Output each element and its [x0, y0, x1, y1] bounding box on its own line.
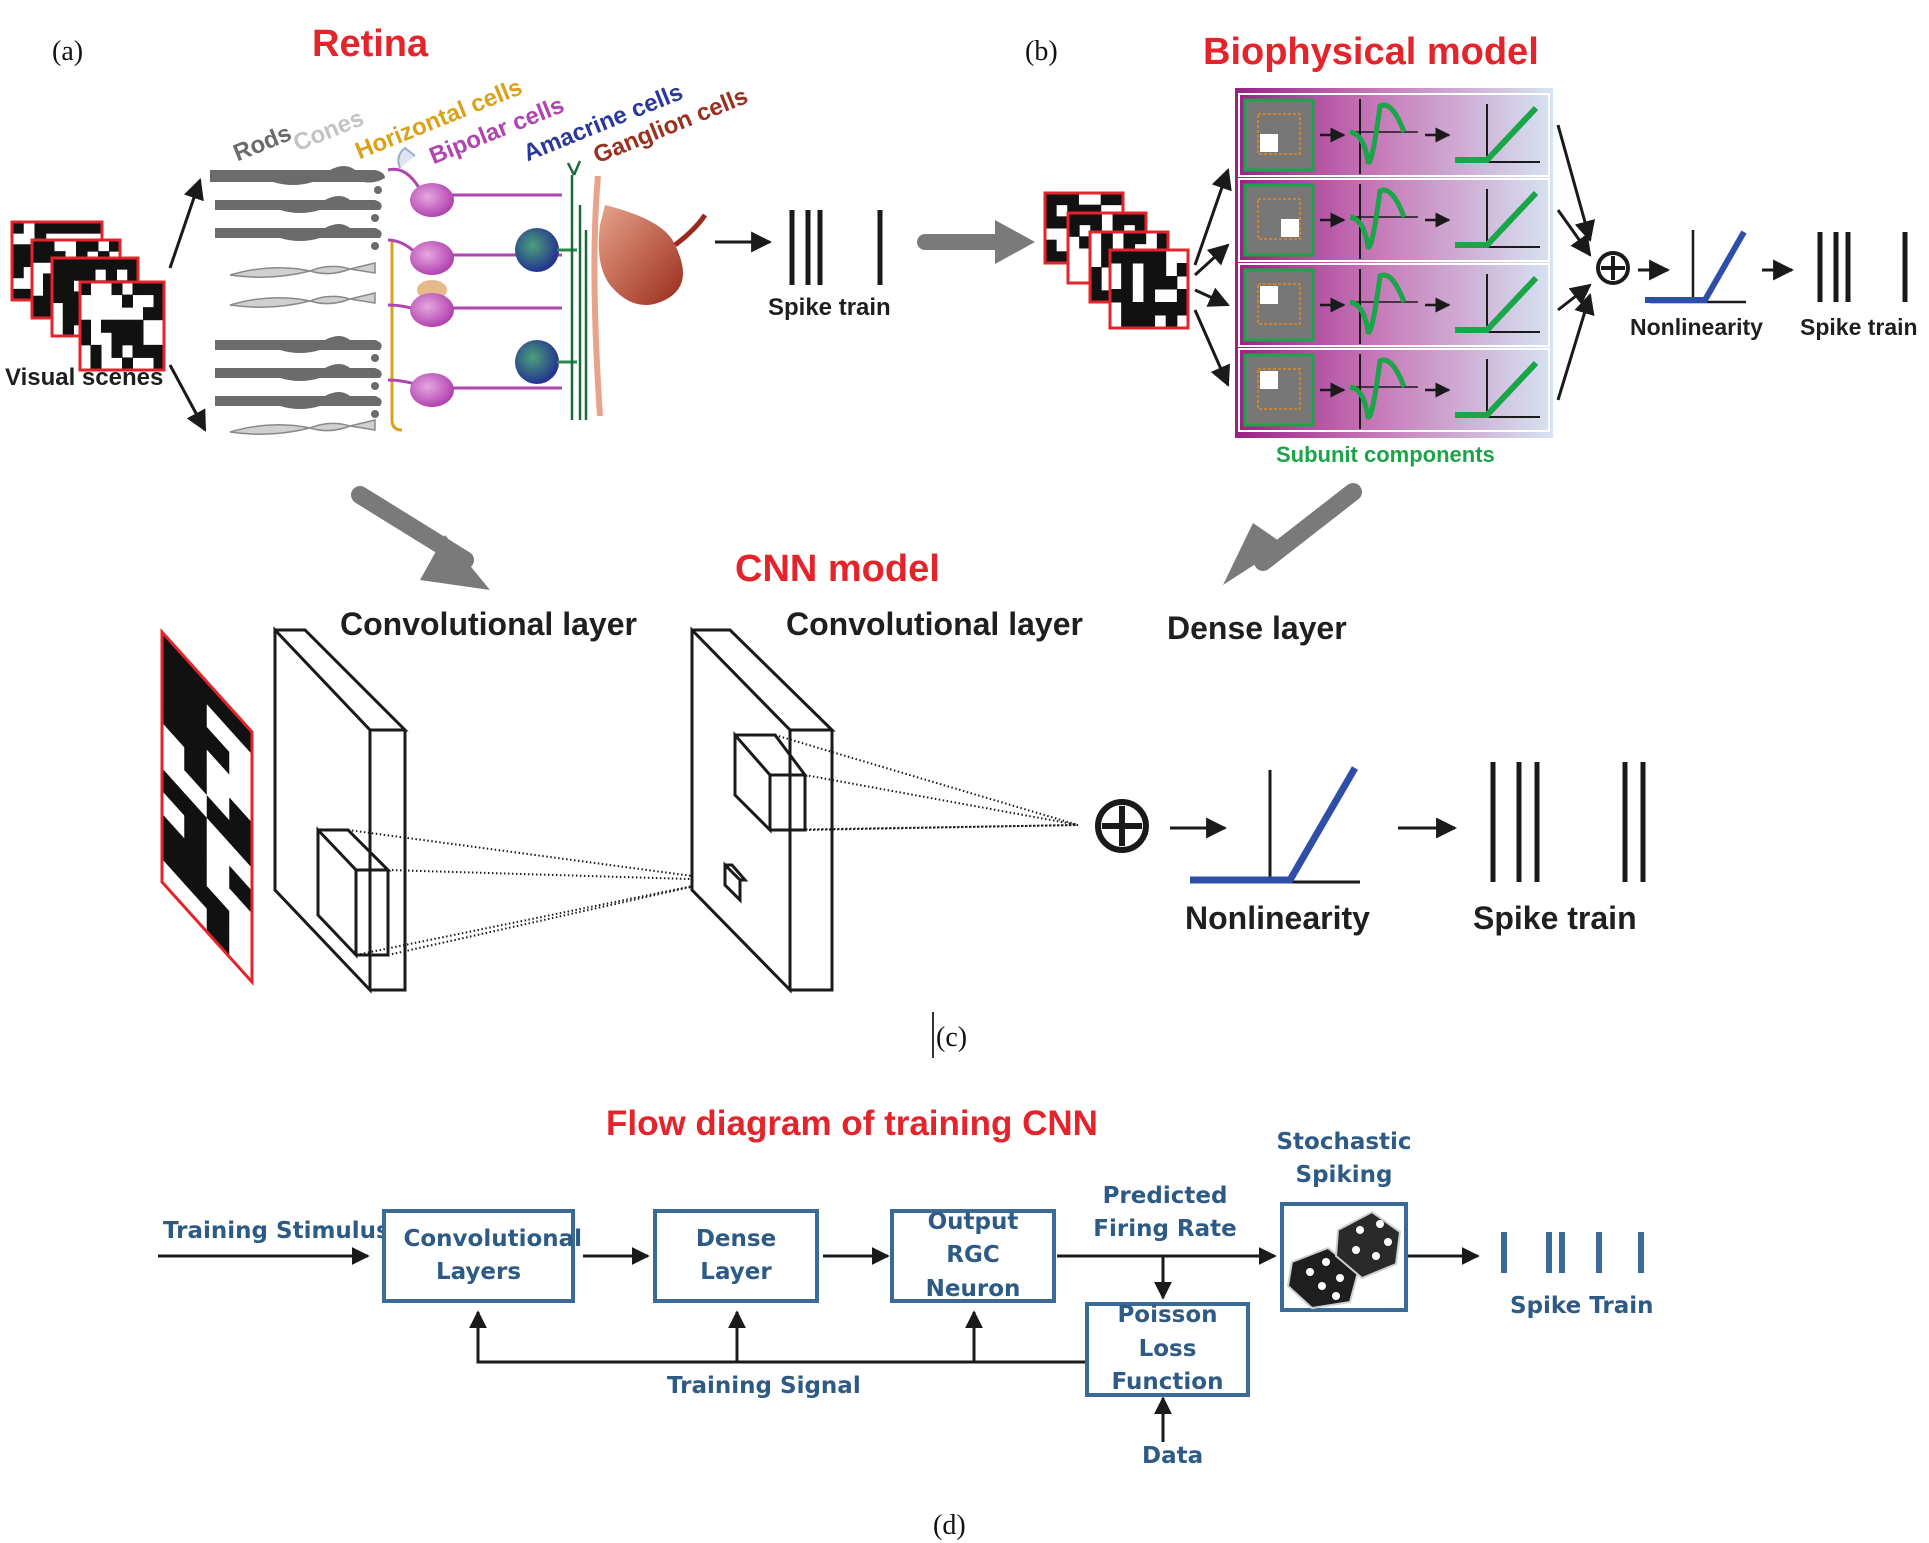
conv-layer-2-label: Convolutional layer	[786, 606, 1083, 642]
data-label: Data	[1142, 1443, 1204, 1469]
relu-c	[1190, 766, 1360, 884]
spike-train-b	[1817, 232, 1908, 302]
output-rgc-neuron-text: Output RGC Neuron	[925, 1208, 1021, 1302]
gray-arrow-b-to-c-shaft	[1254, 483, 1362, 571]
spike-train-d	[1501, 1232, 1644, 1273]
cnn-input-image	[160, 628, 254, 986]
flow-diagram-title: Flow diagram of training CNN	[606, 1104, 1098, 1143]
bipolar-cells	[387, 146, 562, 407]
conv-layer-1-label: Convolutional layer	[340, 606, 637, 642]
panel-c-label: (c)	[936, 1022, 968, 1053]
sum-arrows-b	[1556, 124, 1596, 401]
sum-symbol-c	[1095, 799, 1149, 853]
conv-layer-2-block	[690, 626, 836, 994]
nonlinearity-c-label: Nonlinearity	[1185, 900, 1370, 936]
predicted-firing-rate-label: Predicted Firing Rate	[1093, 1183, 1237, 1243]
amacrine-cells	[515, 228, 577, 384]
arrow-a-up	[168, 178, 204, 269]
dense-layer-text: Dense Layer	[695, 1225, 777, 1285]
subunit-components-caption: Subunit components	[1276, 442, 1495, 467]
output-rgc-neuron-box: Output RGC Neuron	[890, 1209, 1056, 1303]
training-signal-label: Training Signal	[667, 1373, 861, 1399]
arrow-a-down	[168, 364, 207, 432]
gray-arrow-a-to-c-head	[420, 535, 490, 590]
subunit-row	[1238, 263, 1550, 347]
input-frame	[1108, 248, 1190, 330]
ganglion-cell	[591, 175, 708, 417]
panel-d-label: (d)	[933, 1510, 966, 1541]
spike-train-c-label: Spike train	[1473, 900, 1637, 936]
relu-b	[1645, 230, 1747, 304]
cnn-input-pattern	[160, 628, 254, 986]
ganglion-vertical-lines	[566, 160, 588, 420]
gray-arrow-b-to-c-head	[1223, 523, 1285, 585]
spike-train-a	[789, 210, 883, 285]
retina-title: Retina	[312, 23, 429, 65]
dense-layer-label: Dense layer	[1167, 610, 1347, 646]
subunit-row	[1238, 93, 1550, 177]
conv-layers-box: Convolutional Layers	[382, 1209, 583, 1303]
cnn-model-title: CNN model	[735, 548, 940, 590]
retina-illustration	[210, 146, 708, 435]
dice-icon	[1280, 1202, 1408, 1312]
flow-arrows	[158, 1247, 1480, 1442]
gray-arrow-a-to-b-head	[995, 220, 1035, 264]
subunit-rows	[1238, 93, 1550, 432]
cone-cells	[229, 262, 376, 435]
conv-projection-1	[347, 829, 723, 956]
subunit-arrows	[1193, 168, 1232, 387]
dense-layer-box: Dense Layer	[653, 1209, 819, 1303]
spike-train-a-label: Spike train	[768, 294, 891, 321]
panel-a-label: (a)	[52, 36, 84, 67]
nonlinearity-b-label: Nonlinearity	[1630, 314, 1763, 340]
spike-train-d-label: Spike Train	[1510, 1293, 1654, 1319]
biophysical-model-title: Biophysical model	[1203, 31, 1539, 73]
poisson-loss-text: Poisson Loss Function	[1111, 1302, 1224, 1396]
conv-layers-text: Convolutional Layers	[403, 1225, 583, 1285]
training-stimulus-label: Training Stimulus	[163, 1218, 390, 1244]
poisson-loss-box: Poisson Loss Function	[1085, 1302, 1250, 1397]
spike-train-b-label: Spike train	[1800, 314, 1918, 340]
panel-a-input-stack	[10, 220, 166, 372]
conv-layer-1-block	[273, 626, 409, 994]
conv-projection-2	[769, 734, 1079, 831]
subunit-row	[1238, 178, 1550, 262]
subunit-row	[1238, 348, 1550, 432]
visual-scenes-label: Visual scenes	[5, 364, 164, 391]
sum-symbol-b	[1596, 251, 1630, 285]
rod-cells	[210, 166, 385, 418]
scene-frame	[78, 280, 166, 372]
panel-b-label: (b)	[1025, 36, 1058, 67]
stochastic-spiking-label: Stochastic Spiking	[1276, 1129, 1412, 1189]
panel-b-input-stack	[1043, 191, 1190, 330]
spike-train-c	[1490, 762, 1646, 882]
